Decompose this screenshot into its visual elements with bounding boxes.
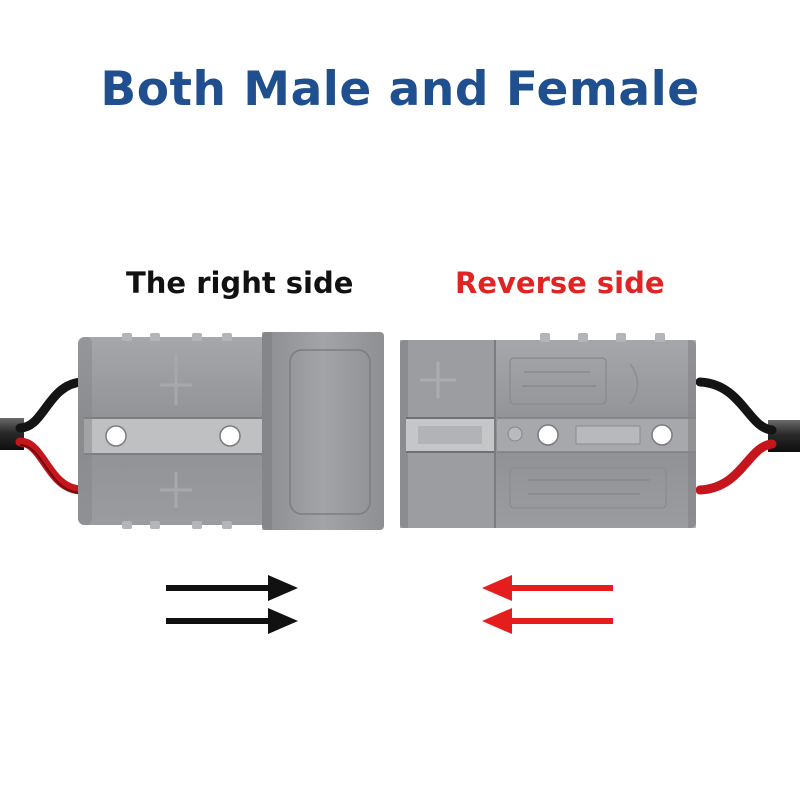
left-pin-hole-2 xyxy=(219,425,241,447)
right-black-wire xyxy=(695,377,777,435)
double-arrow-left-icon xyxy=(482,575,613,634)
right-connector xyxy=(400,333,800,528)
right-side-label: The right side xyxy=(126,266,354,300)
left-red-wire xyxy=(15,437,87,495)
right-pin-hole-2 xyxy=(651,424,673,446)
left-connector xyxy=(0,332,384,530)
right-red-wire xyxy=(695,439,777,495)
page-title: Both Male and Female xyxy=(100,62,700,117)
left-black-wire xyxy=(15,377,87,433)
right-pin-hole-1 xyxy=(537,424,559,446)
double-arrow-right-icon xyxy=(166,575,298,634)
reverse-side-label: Reverse side xyxy=(455,266,665,300)
left-pin-hole-1 xyxy=(105,425,127,447)
